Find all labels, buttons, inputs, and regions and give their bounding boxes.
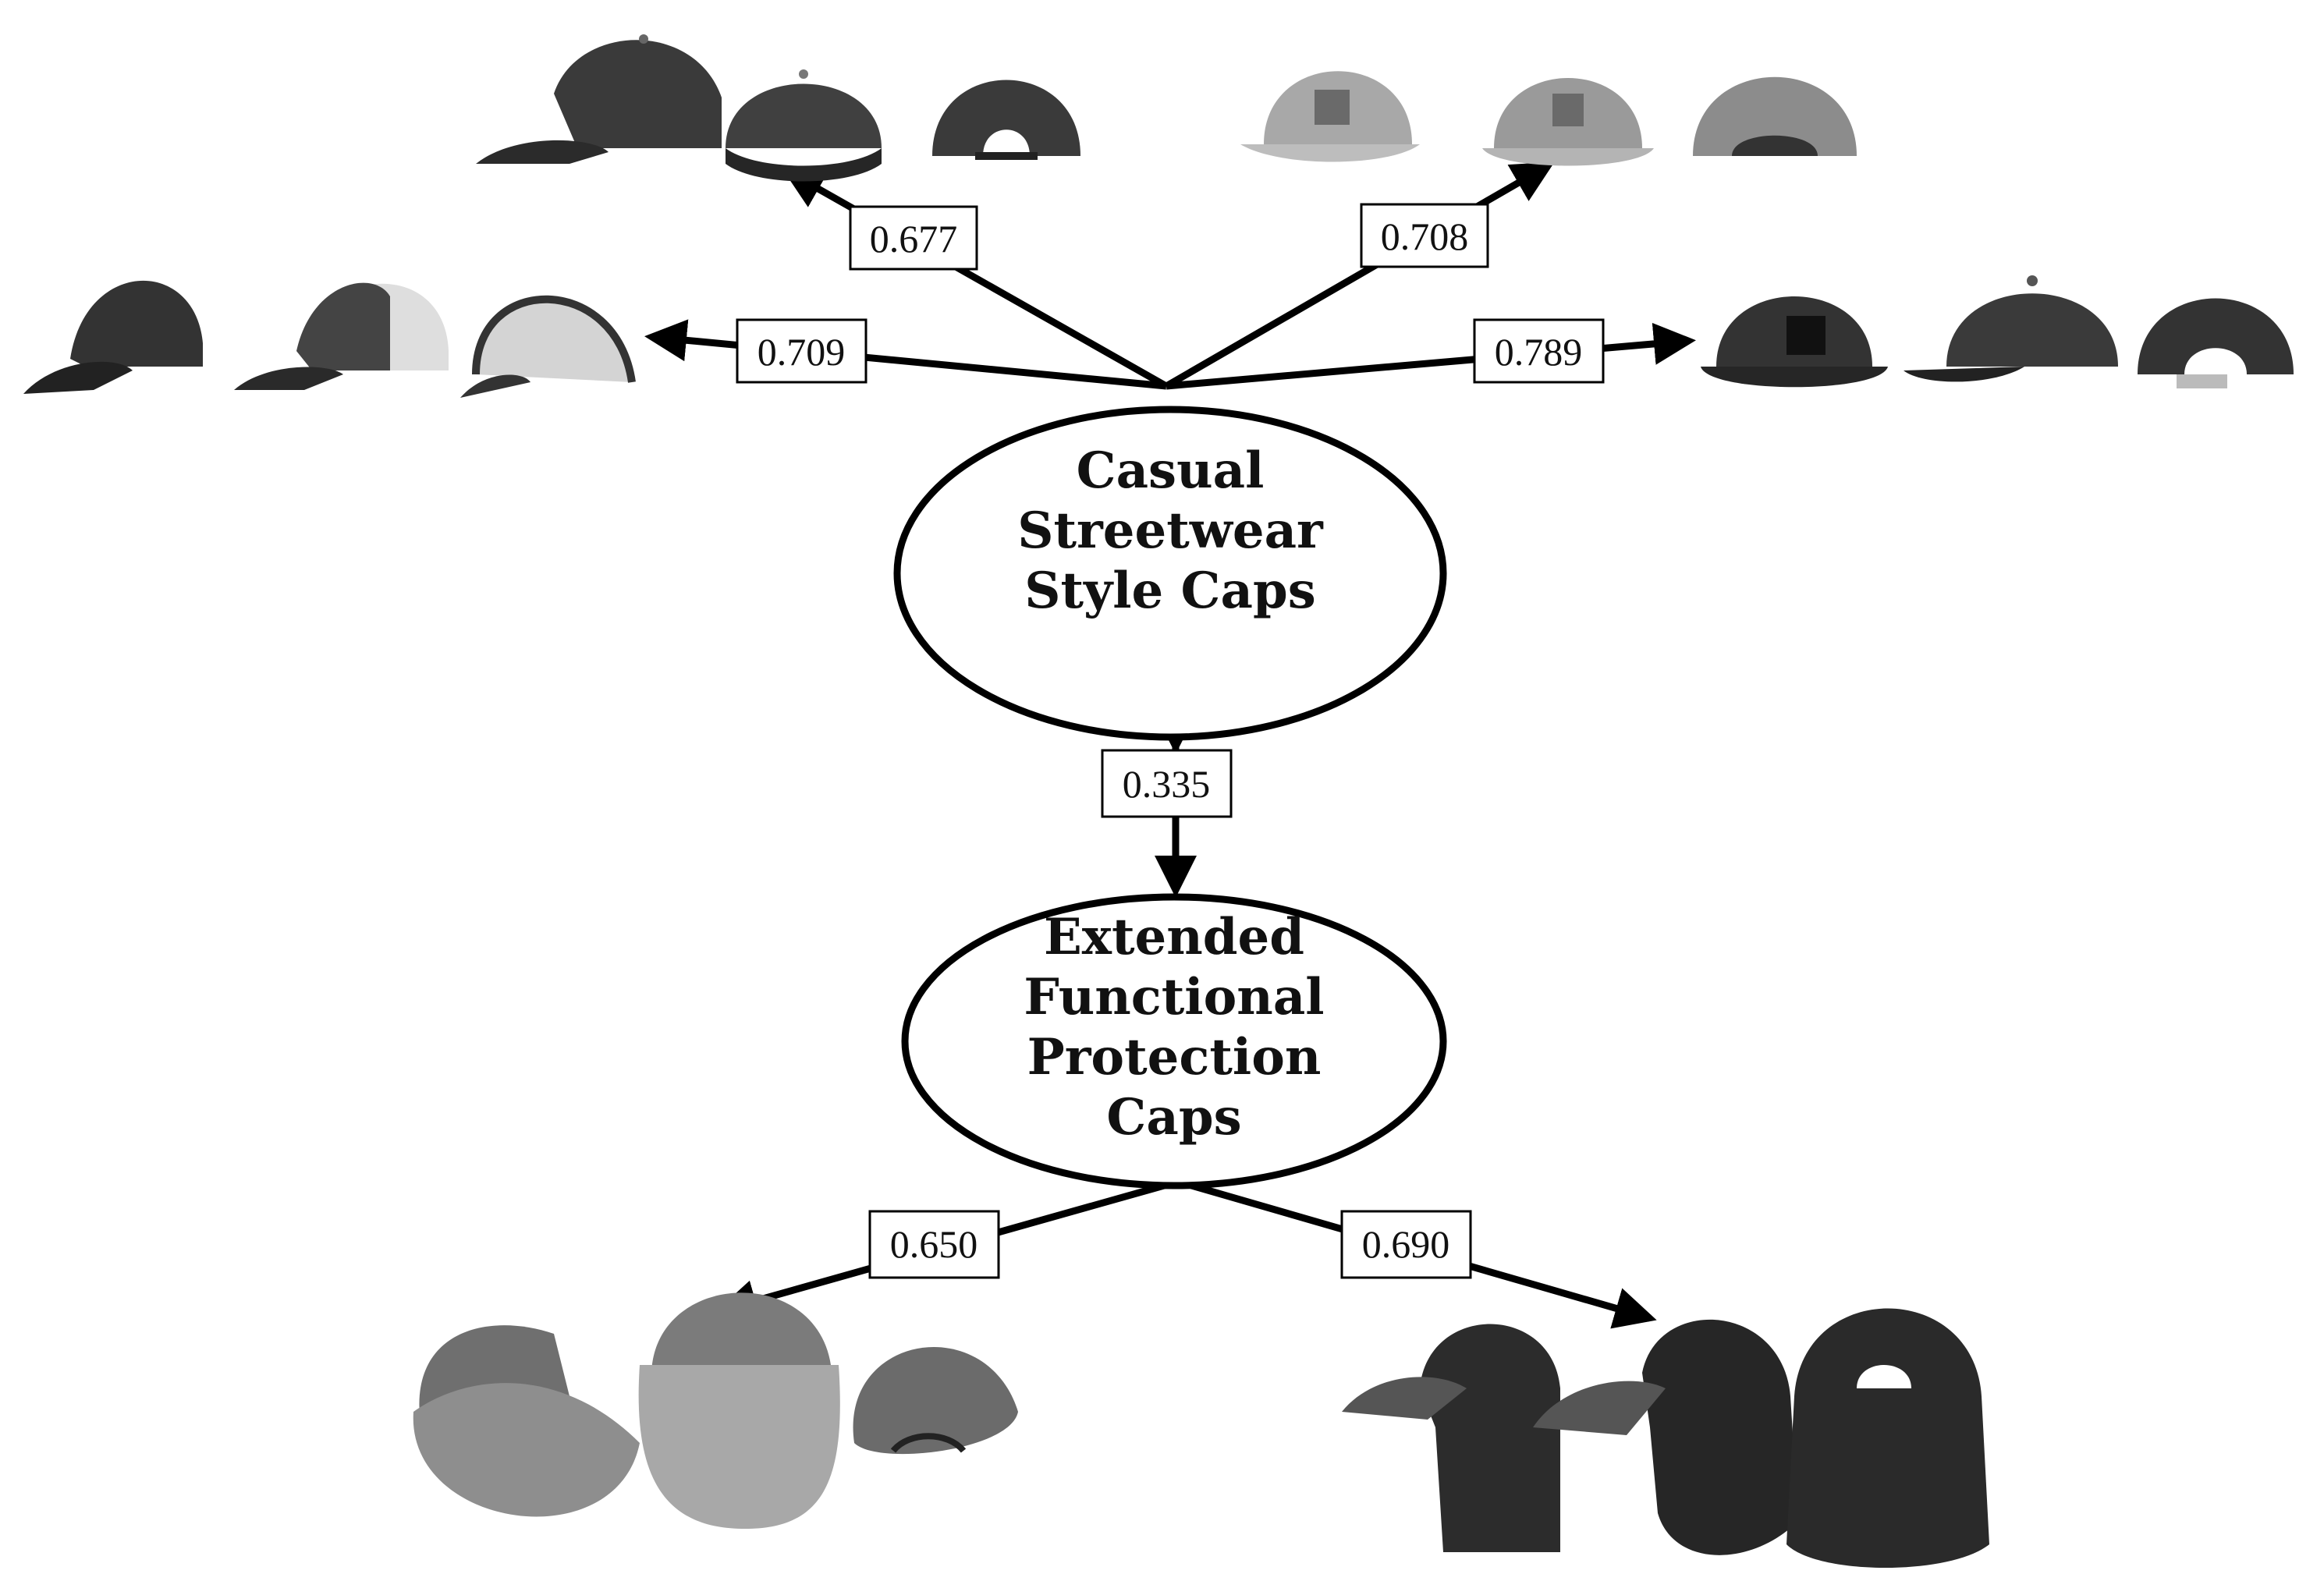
path-snapback	[1166, 322, 1696, 390]
loading-box-correlation: 0.335	[1101, 749, 1233, 818]
flap-cap-side-flap-icon	[1533, 1319, 1798, 1555]
loading-box-five-panel: 0.708	[1360, 203, 1489, 268]
cap-group-baseball	[476, 34, 1080, 182]
baseball-cap-front-icon	[726, 69, 882, 182]
trucker-cap-side-icon	[23, 280, 203, 394]
loading-baseball: 0.677	[870, 217, 958, 261]
cap-group-visor	[413, 1292, 1018, 1529]
factor-casual-line-3: Style Caps	[1024, 562, 1315, 620]
path-five-panel	[1164, 161, 1555, 389]
factor-extended-line-1: Extended	[1044, 908, 1304, 966]
factor-extended-line-3: Protection	[1027, 1028, 1322, 1087]
cap-group-flap	[1342, 1308, 1989, 1568]
five-panel-cap-side-icon	[1240, 71, 1420, 162]
loading-box-snapback: 0.789	[1473, 318, 1605, 384]
cap-group-five-panel	[1240, 71, 1857, 166]
loading-snapback: 0.789	[1495, 330, 1583, 374]
factor-extended: Extended Functional Protection Caps	[901, 893, 1447, 1189]
factor-extended-line-2: Functional	[1024, 968, 1324, 1026]
baseball-cap-back-icon	[932, 80, 1080, 160]
five-panel-cap-back-icon	[1693, 76, 1857, 156]
snapback-cap-back-icon	[2138, 298, 2294, 388]
correlation-value: 0.335	[1123, 762, 1211, 806]
visor-cap-front-icon	[638, 1292, 840, 1529]
loading-visor: 0.650	[890, 1222, 978, 1266]
factor-casual: Casual Streetwear Style Caps	[893, 406, 1447, 741]
loading-five-panel: 0.708	[1381, 214, 1469, 258]
snapback-cap-front-icon	[1701, 296, 1888, 388]
loading-box-baseball: 0.677	[849, 205, 978, 271]
baseball-cap-side-icon	[476, 34, 722, 164]
snapback-cap-side-icon	[1904, 275, 2118, 382]
loading-flap: 0.690	[1362, 1222, 1450, 1266]
factor-extended-line-4: Caps	[1106, 1088, 1241, 1147]
loading-trucker: 0.709	[758, 330, 846, 374]
loading-box-trucker: 0.709	[736, 318, 868, 384]
loading-box-visor: 0.650	[868, 1210, 1000, 1279]
flap-cap-back-icon	[1786, 1308, 1989, 1568]
factor-casual-line-2: Streetwear	[1017, 502, 1324, 560]
trucker-cap-mesh-side-icon	[234, 282, 449, 390]
trucker-cap-mesh-back-icon	[460, 295, 636, 398]
visor-cap-back-icon	[853, 1347, 1018, 1455]
flap-cap-side-icon	[1342, 1324, 1560, 1552]
cap-group-trucker	[23, 280, 636, 398]
visor-cap-front-brim-icon	[413, 1325, 640, 1517]
factor-casual-line-1: Casual	[1077, 441, 1265, 500]
five-panel-cap-front-icon	[1482, 78, 1654, 166]
cap-group-snapback	[1701, 275, 2294, 388]
loading-box-flap: 0.690	[1340, 1210, 1472, 1279]
